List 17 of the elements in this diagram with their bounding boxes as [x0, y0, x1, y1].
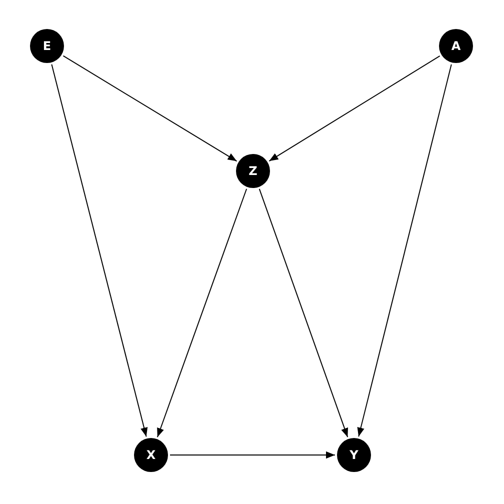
arrow	[62, 55, 238, 162]
arrow	[170, 451, 336, 459]
node-label: X	[146, 449, 156, 461]
arrow	[156, 188, 248, 438]
node-label: A	[451, 40, 461, 52]
node-circle	[134, 438, 168, 472]
node-label: Y	[350, 449, 358, 461]
node-circle	[337, 438, 371, 472]
node-circle	[236, 154, 270, 188]
node-label: E	[42, 40, 52, 52]
node-circle	[439, 29, 473, 63]
node-label: Z	[248, 165, 258, 177]
arrow	[51, 64, 148, 438]
arrow	[268, 55, 440, 162]
arrow	[258, 188, 348, 438]
node-circle	[30, 29, 64, 63]
arrow	[357, 64, 452, 438]
